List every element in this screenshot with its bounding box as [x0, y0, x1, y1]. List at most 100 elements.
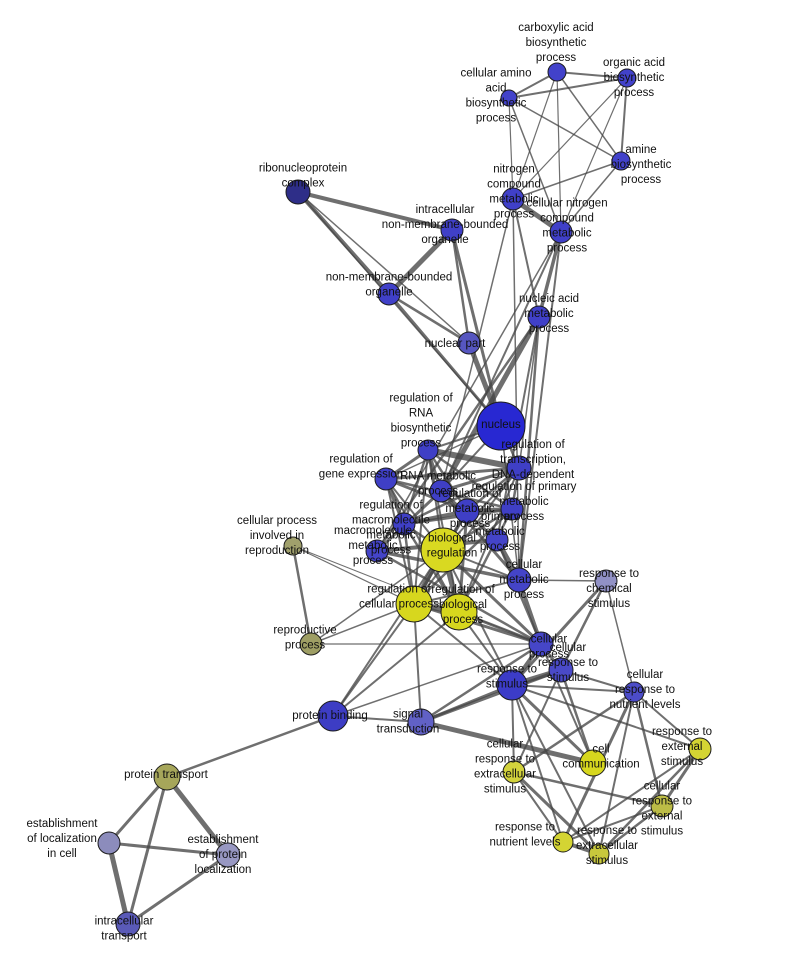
graph-node-ca[interactable]: [547, 62, 567, 82]
graph-edge-r_chem-crs: [559, 579, 608, 672]
graph-edge-crnl-cres: [512, 690, 636, 774]
graph-node-cpir[interactable]: [283, 536, 303, 556]
graph-edge-r_chem-cell_met: [518, 579, 607, 582]
graph-edge-cres-rextr: [512, 770, 601, 856]
graph-edge-rs-biol_reg: [442, 549, 513, 686]
graph-edge-pt-epl: [164, 774, 231, 858]
graph-edge-rnl-crexts: [562, 805, 663, 843]
graph-node-mac_met[interactable]: [365, 539, 389, 563]
graph-edge-crnl-rext: [633, 691, 701, 750]
graph-node-rnp[interactable]: [285, 179, 311, 205]
graph-node-pt[interactable]: [153, 763, 181, 791]
graph-node-oa[interactable]: [617, 68, 637, 88]
graph-edge-pb-biol_reg: [332, 549, 444, 717]
graph-node-r_ge[interactable]: [374, 467, 398, 491]
graph-edge-inmb-nucleus: [450, 228, 503, 428]
graph-node-nmb[interactable]: [377, 282, 401, 306]
graph-edge-crnl-crexts: [632, 690, 664, 808]
graph-node-caa[interactable]: [500, 89, 518, 107]
graph-edge-crs-cres: [513, 669, 562, 773]
graph-node-cres[interactable]: [502, 760, 526, 784]
graph-edge-caa-am: [508, 97, 622, 162]
graph-edge-elc-it: [106, 840, 131, 927]
graph-node-r_rna[interactable]: [417, 439, 439, 461]
graph-node-pb[interactable]: [317, 700, 349, 732]
graph-edge-biol_reg-cell_proc: [441, 548, 543, 646]
graph-node-cell_proc[interactable]: [528, 631, 554, 657]
graph-node-r_prim[interactable]: [500, 497, 524, 521]
graph-node-inmb[interactable]: [440, 218, 464, 242]
graph-node-epl[interactable]: [215, 842, 241, 868]
graph-edge-oa-am: [620, 77, 628, 162]
graph-node-crexts[interactable]: [650, 794, 674, 818]
graph-edge-rs-rextr: [511, 684, 600, 855]
graph-edge-rs-rnl: [511, 684, 564, 843]
graph-edge-ca-nc: [512, 71, 558, 200]
graph-node-nucleic[interactable]: [527, 305, 551, 329]
graph-edge-r_tx-rna_met: [439, 466, 521, 493]
graph-edge-rs-cc: [510, 683, 595, 765]
graph-edge-nucleic-cell_met: [517, 315, 541, 582]
graph-node-rnl[interactable]: [552, 831, 574, 853]
graph-node-rextr[interactable]: [588, 843, 610, 865]
graph-node-cnc[interactable]: [549, 220, 573, 244]
graph-node-nc[interactable]: [501, 187, 525, 211]
graph-node-rna_met[interactable]: [429, 479, 453, 503]
graph-edge-repro-biol_reg: [310, 549, 444, 645]
graph-node-r_cell[interactable]: [395, 585, 433, 623]
graph-node-rext[interactable]: [688, 737, 712, 761]
graph-node-crs[interactable]: [548, 657, 574, 683]
graph-node-r_biol[interactable]: [440, 593, 478, 631]
node-label-pb: protein binding: [292, 710, 367, 722]
graph-node-rs[interactable]: [496, 669, 528, 701]
graph-edge-pt-it: [126, 775, 169, 926]
graph-edge-epl-it: [126, 853, 230, 926]
graph-node-biol_reg[interactable]: [420, 527, 466, 573]
graph-node-crnl[interactable]: [623, 681, 645, 703]
graph-node-r_tx[interactable]: [506, 455, 532, 481]
graph-edge-cres-crexts: [512, 770, 664, 808]
graph-node-st[interactable]: [407, 708, 435, 736]
graph-node-am[interactable]: [611, 151, 631, 171]
graph-node-cell_met[interactable]: [506, 567, 532, 593]
graph-node-r_met[interactable]: [454, 498, 480, 524]
graph-edge-crs-st: [419, 668, 563, 724]
graph-node-r_chem[interactable]: [594, 569, 618, 593]
graph-edge-cnc-cell_met: [518, 231, 562, 581]
graph-node-r_mac[interactable]: [392, 512, 416, 536]
graph-node-prim_met[interactable]: [485, 528, 509, 552]
graph-node-repro[interactable]: [299, 632, 323, 656]
graph-edge-rs-rext: [511, 684, 701, 750]
graph-node-nucleus[interactable]: [476, 401, 526, 451]
graph-node-npart[interactable]: [457, 331, 481, 355]
graph-node-elc[interactable]: [97, 831, 121, 855]
graph-node-cc[interactable]: [579, 749, 607, 777]
graph-node-it[interactable]: [115, 911, 141, 937]
edge-layer: [106, 71, 702, 927]
